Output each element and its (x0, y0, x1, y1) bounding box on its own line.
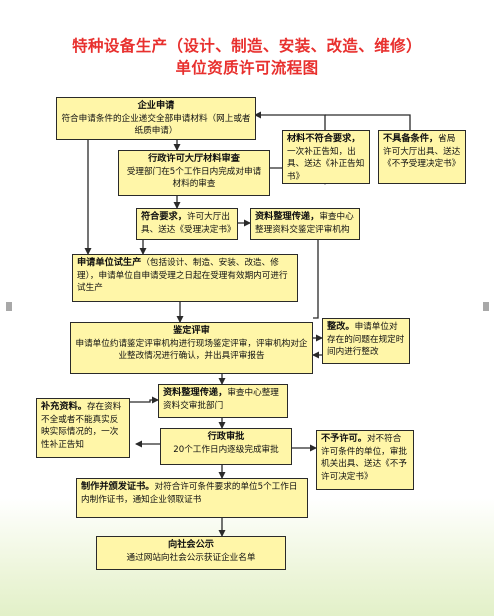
right-edge-marker (483, 302, 489, 311)
node-materials-transfer-1: 资料整理传递，审查中心整理资料交鉴定评审机构 (250, 208, 360, 240)
node-materials-transfer-1-body: 审查中心整理资料交鉴定评审机构 (255, 212, 354, 235)
edge-supplement-to-transfer2 (130, 396, 159, 404)
node-supplement: 补充资料。存在资料不全或者不能真实反映实际情况的，一次性补正告知 (36, 398, 130, 458)
node-approval-head: 行政审批 (207, 431, 245, 442)
node-denied-body: 对不符合许可条件的单位，审批机关出具、送达《不予许可决定书》 (321, 434, 407, 482)
title-line-2: 单位资质许可流程图 (175, 59, 319, 77)
title-line-1: 特种设备生产（设计、制造、安装、改造、维修） (72, 37, 422, 55)
node-approval-body: 20个工作日内逐级完成审批 (173, 444, 279, 455)
node-materials-transfer-2-head: 资料整理传递， (163, 387, 228, 398)
node-enterprise-apply: 企业申请 符合申请条件的企业递交全部申请材料（网上或者纸质申请） (56, 97, 256, 140)
node-materials-transfer-2: 资料整理传递，审查中心整理资料交审批部门 (158, 384, 288, 418)
node-materials-incomplete-body: 一次补正告知，出具、送达《补正告知书》 (287, 146, 365, 182)
node-evaluation: 鉴定评审 申请单位约请鉴定评审机构进行现场鉴定评审，评审机构对企业整改情况进行确… (70, 322, 313, 374)
node-materials-transfer-1-head: 资料整理传递， (255, 211, 320, 222)
node-enterprise-apply-body: 符合申请条件的企业递交全部申请材料（网上或者纸质申请） (61, 113, 251, 137)
left-edge-marker (6, 302, 12, 311)
node-hall-review-body: 受理部门在5个工作日内完成对申请材料的审查 (126, 166, 262, 190)
node-rectification: 整改。申请单位对存在的问题在规定时间内进行整改 (322, 318, 410, 364)
node-materials-incomplete: 材料不符合要求， 一次补正告知，出具、送达《补正告知书》 (282, 130, 370, 184)
node-publicity-head: 向社会公示 (168, 539, 214, 550)
node-materials-transfer-2-body: 审查中心整理资料交审批部门 (163, 388, 279, 411)
node-enterprise-apply-head: 企业申请 (137, 100, 175, 111)
node-meets-requirement-head: 符合要求， (141, 211, 187, 222)
node-rectification-body: 申请单位对存在的问题在规定时间内进行整改 (327, 322, 405, 357)
node-certificate-body: 对符合许可条件要求的单位5个工作日内制作证书，通知企业领取证书 (81, 482, 298, 505)
node-publicity: 向社会公示 通过网站向社会公示获证企业名单 (96, 536, 286, 570)
node-hall-review: 行政许可大厅材料审查 受理部门在5个工作日内完成对申请材料的审查 (118, 150, 270, 196)
node-supplement-body: 存在资料不全或者不能真实反映实际情况的，一次性补正告知 (41, 402, 122, 450)
node-hall-review-head: 行政许可大厅材料审查 (148, 153, 240, 164)
node-trial-production-head: 申请单位试生产 (77, 257, 142, 268)
node-denied-head: 不予许可。 (321, 433, 367, 444)
node-not-eligible: 不具备条件，省局许可大厅出具、送达《不予受理决定书》 (378, 130, 466, 184)
node-evaluation-head: 鉴定评审 (173, 325, 210, 336)
node-not-eligible-body: 省局许可大厅出具、送达《不予受理决定书》 (383, 134, 461, 169)
node-publicity-body: 通过网站向社会公示获证企业名单 (126, 552, 256, 563)
node-meets-requirement-body: 许可大厅出具、送达《受理决定书》 (141, 212, 236, 235)
node-evaluation-body: 申请单位约请鉴定评审机构进行现场鉴定评审，评审机构对企业整改情况进行确认，并出具… (75, 338, 308, 362)
node-certificate: 制作并颁发证书。对符合许可条件要求的单位5个工作日内制作证书，通知企业领取证书 (76, 478, 308, 518)
node-trial-production-body: （包括设计、制造、安装、改造、修理），申请单位自申请受理之日起在受理有效期内可进… (77, 258, 288, 293)
node-rectification-head: 整改。 (327, 321, 355, 332)
node-trial-production: 申请单位试生产（包括设计、制造、安装、改造、修理），申请单位自申请受理之日起在受… (72, 254, 298, 302)
edge-noteligible-to-apply (325, 114, 411, 130)
edge-transfer1-to-eval (313, 240, 319, 319)
node-materials-incomplete-head: 材料不符合要求， (287, 133, 361, 144)
node-not-eligible-head: 不具备条件， (383, 133, 439, 144)
node-supplement-head: 补充资料。 (41, 401, 87, 412)
node-meets-requirement: 符合要求，许可大厅出具、送达《受理决定书》 (136, 208, 238, 240)
node-denied: 不予许可。对不符合许可条件的单位，审批机关出具、送达《不予许可决定书》 (316, 430, 414, 490)
node-certificate-head: 制作并颁发证书。 (81, 481, 155, 492)
node-approval: 行政审批 20个工作日内逐级完成审批 (160, 428, 292, 465)
edge-incomplete-to-apply (254, 111, 326, 130)
